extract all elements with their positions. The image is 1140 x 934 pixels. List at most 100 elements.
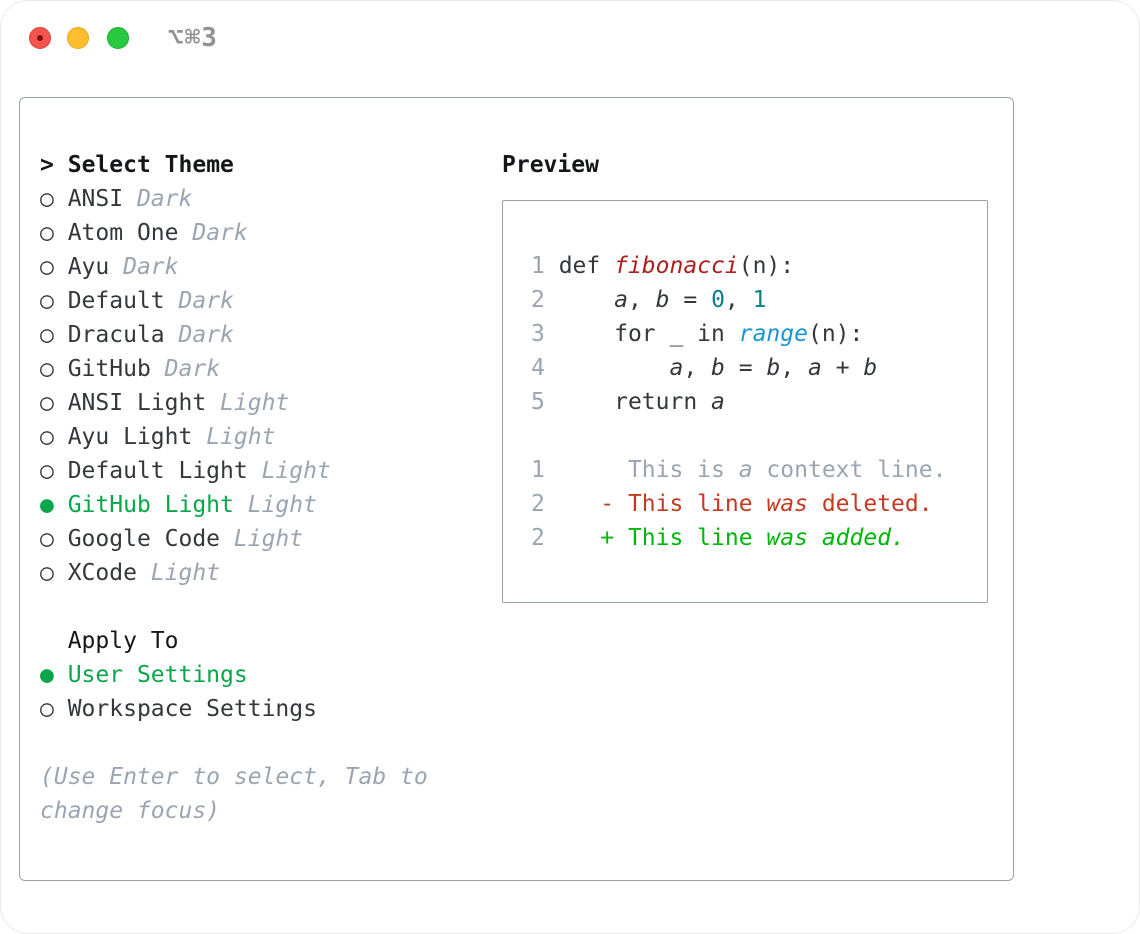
theme-option[interactable]: ○ Dracula Dark bbox=[40, 318, 502, 352]
code-line: 4 a, b = b, a + b bbox=[531, 351, 987, 385]
theme-variant: Light bbox=[233, 526, 304, 552]
code-segment: range bbox=[738, 321, 808, 347]
code-segment: + This line bbox=[558, 525, 767, 551]
theme-option[interactable]: ○ Default Dark bbox=[40, 284, 502, 318]
code-segment: b bbox=[766, 355, 781, 381]
close-traffic-light-icon[interactable] bbox=[29, 27, 51, 49]
cursor-icon: > bbox=[40, 152, 54, 178]
code-line: 5 return a bbox=[531, 385, 987, 419]
theme-option[interactable]: ○ ANSI Dark bbox=[40, 182, 502, 216]
radio-icon: ○ bbox=[40, 254, 68, 280]
theme-variant: Dark bbox=[136, 186, 193, 212]
theme-name: Atom One bbox=[67, 220, 179, 246]
code-segment: b bbox=[711, 355, 725, 381]
theme-name: XCode bbox=[67, 560, 137, 586]
select-theme-heading-label: Select Theme bbox=[67, 152, 234, 178]
code-segment: a bbox=[711, 389, 725, 415]
code-segment bbox=[808, 525, 822, 551]
code-segment: (n): bbox=[807, 321, 864, 347]
code-line: 2 - This line was deleted. bbox=[531, 487, 987, 521]
theme-variant: Dark bbox=[123, 254, 179, 280]
code-segment: a bbox=[669, 355, 684, 381]
code-segment: was bbox=[766, 491, 808, 517]
apply-to-options: ● User Settings○ Workspace Settings bbox=[40, 658, 502, 726]
code-segment: for _ in bbox=[558, 321, 739, 347]
code-line: 2 a, b = 0, 1 bbox=[531, 283, 987, 317]
theme-variant: Dark bbox=[164, 356, 221, 382]
code-segment: return bbox=[558, 389, 712, 415]
theme-option[interactable]: ○ GitHub Dark bbox=[40, 352, 502, 386]
code-segment: deleted. bbox=[807, 491, 933, 517]
theme-name: Default bbox=[67, 288, 165, 314]
code-segment: - This line bbox=[558, 491, 767, 517]
theme-list: ○ ANSI Dark○ Atom One Dark○ Ayu Dark○ De… bbox=[40, 182, 502, 590]
theme-option[interactable]: ● GitHub Light Light bbox=[40, 488, 502, 522]
code-segment: 0 bbox=[711, 287, 725, 313]
code-segment: , bbox=[724, 287, 753, 313]
select-theme-heading: > Select Theme bbox=[40, 148, 502, 182]
theme-option[interactable]: ○ Ayu Light Light bbox=[40, 420, 502, 454]
radio-icon: ○ bbox=[40, 390, 68, 416]
theme-variant: Light bbox=[150, 560, 221, 586]
code-segment: = bbox=[724, 355, 767, 381]
code-segment: = bbox=[669, 287, 712, 313]
theme-picker-panel: > Select Theme ○ ANSI Dark○ Atom One Dar… bbox=[19, 97, 1014, 881]
radio-icon: ○ bbox=[40, 696, 68, 722]
line-number: 2 bbox=[531, 525, 559, 551]
code-line bbox=[531, 419, 987, 453]
theme-option[interactable]: ○ Ayu Dark bbox=[40, 250, 502, 284]
minimize-traffic-light-icon[interactable] bbox=[67, 27, 89, 49]
preview-heading: Preview bbox=[502, 152, 599, 178]
theme-option[interactable]: ○ Google Code Light bbox=[40, 522, 502, 556]
theme-variant: Light bbox=[206, 424, 276, 450]
theme-list-column: > Select Theme ○ ANSI Dark○ Atom One Dar… bbox=[40, 148, 502, 828]
theme-variant: Dark bbox=[192, 220, 248, 246]
radio-icon: ○ bbox=[40, 458, 68, 484]
theme-variant: Light bbox=[261, 458, 331, 484]
line-number: 2 bbox=[531, 491, 559, 517]
theme-variant: Light bbox=[247, 492, 317, 518]
theme-name: ANSI Light bbox=[67, 390, 207, 416]
code-segment bbox=[559, 287, 614, 313]
apply-to-option[interactable]: ● User Settings bbox=[40, 658, 502, 692]
theme-name: Ayu Light bbox=[67, 424, 193, 450]
code-line: 1 def fibonacci(n): bbox=[531, 249, 987, 283]
code-segment: fibonacci bbox=[614, 253, 739, 279]
radio-icon: ● bbox=[40, 492, 68, 518]
radio-icon: ○ bbox=[40, 220, 68, 246]
theme-name: Ayu bbox=[67, 254, 110, 280]
theme-name: GitHub bbox=[67, 356, 151, 382]
apply-to-label: User Settings bbox=[67, 662, 248, 688]
line-number: 3 bbox=[531, 321, 559, 347]
code-segment: , bbox=[780, 355, 809, 381]
code-line: 3 for _ in range(n): bbox=[531, 317, 987, 351]
code-segment: a bbox=[808, 355, 822, 381]
line-number: 1 bbox=[531, 253, 559, 279]
code-segment: , bbox=[683, 355, 712, 381]
line-number: 2 bbox=[531, 287, 559, 313]
zoom-traffic-light-icon[interactable] bbox=[107, 27, 129, 49]
theme-option[interactable]: ○ Default Light Light bbox=[40, 454, 502, 488]
code-line: 2 + This line was added. bbox=[531, 521, 987, 555]
apply-to-section: Apply To ● User Settings○ Workspace Sett… bbox=[40, 624, 502, 726]
apply-to-option[interactable]: ○ Workspace Settings bbox=[40, 692, 502, 726]
apply-to-heading-label: Apply To bbox=[67, 628, 179, 654]
radio-icon: ○ bbox=[40, 526, 68, 552]
code-segment bbox=[559, 355, 670, 381]
window-title: ⌥⌘3 bbox=[168, 23, 218, 53]
theme-option[interactable]: ○ XCode Light bbox=[40, 556, 502, 590]
code-segment: b bbox=[655, 287, 670, 313]
theme-option[interactable]: ○ ANSI Light Light bbox=[40, 386, 502, 420]
preview-column: Preview 1 def fibonacci(n):2 a, b = 0, 1… bbox=[502, 148, 988, 828]
theme-option[interactable]: ○ Atom One Dark bbox=[40, 216, 502, 250]
radio-icon: ○ bbox=[40, 424, 68, 450]
theme-name: Default Light bbox=[67, 458, 248, 484]
apply-to-label: Workspace Settings bbox=[67, 696, 317, 722]
radio-icon: ○ bbox=[40, 356, 68, 382]
titlebar: ⌥⌘3 bbox=[1, 1, 1139, 97]
code-segment: 1 bbox=[752, 287, 767, 313]
keyboard-hint: (Use Enter to select, Tab to change focu… bbox=[40, 764, 428, 824]
